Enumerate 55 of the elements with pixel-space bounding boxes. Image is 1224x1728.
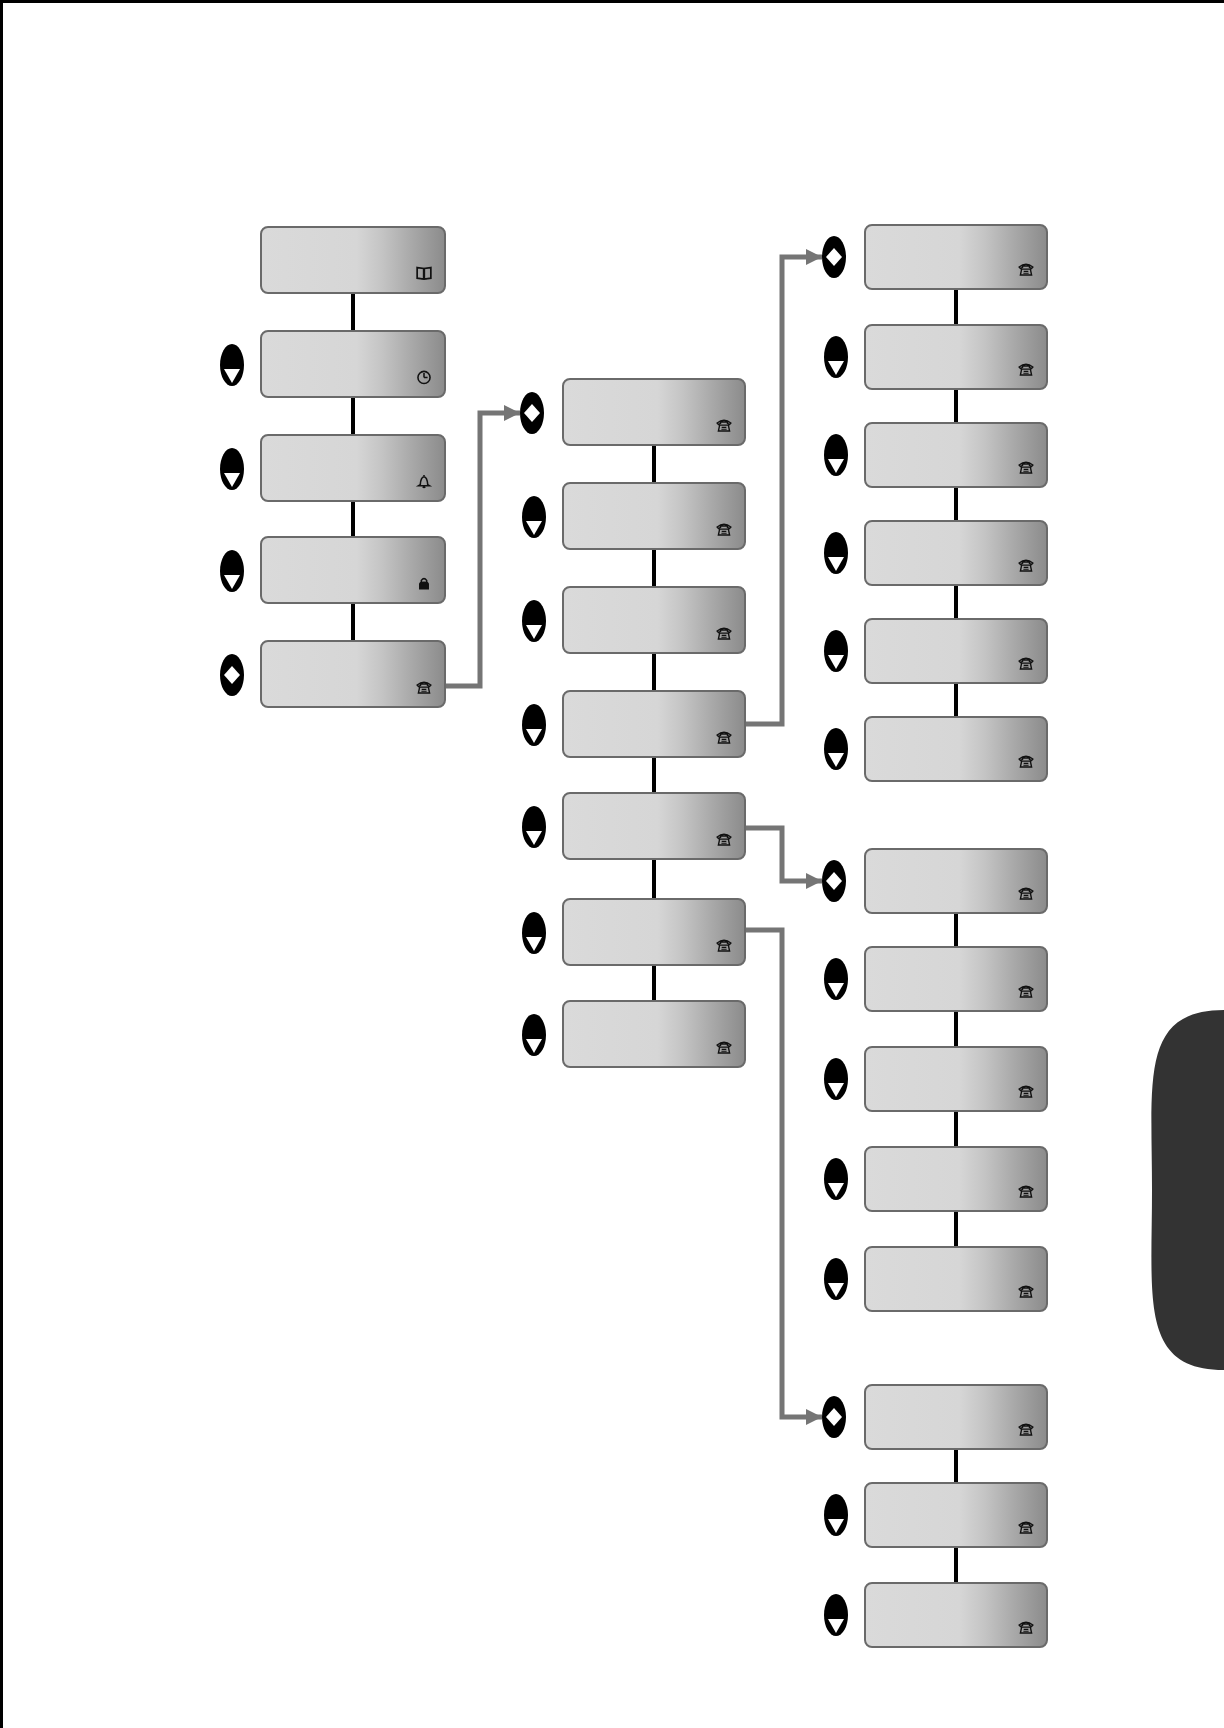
display-screen	[260, 434, 446, 502]
connector-line	[954, 1450, 958, 1482]
display-screen	[864, 1046, 1048, 1112]
connector-line	[954, 290, 958, 324]
connector-line	[652, 758, 656, 792]
display-screen	[864, 1384, 1048, 1450]
display-screen	[260, 330, 446, 398]
arrow	[746, 249, 822, 727]
display-screen	[864, 1582, 1048, 1648]
display-screen	[864, 716, 1048, 782]
display-screen	[562, 1000, 746, 1068]
display-screen	[864, 1482, 1048, 1548]
display-screen	[864, 848, 1048, 914]
connector-line	[954, 1212, 958, 1246]
display-screen	[260, 536, 446, 604]
connector-line	[351, 502, 355, 536]
connector-line	[954, 1112, 958, 1146]
display-screen	[562, 792, 746, 860]
display-screen	[562, 690, 746, 758]
display-screen	[864, 946, 1048, 1012]
connector-line	[652, 654, 656, 690]
display-screen	[864, 324, 1048, 390]
display-screen	[562, 586, 746, 654]
arrow	[446, 405, 520, 689]
connector-line	[954, 684, 958, 716]
connector-line	[652, 446, 656, 482]
display-screen	[864, 1146, 1048, 1212]
display-screen	[562, 898, 746, 966]
display-screen	[864, 422, 1048, 488]
connector-line	[954, 1012, 958, 1046]
arrow	[746, 825, 822, 889]
connector-line	[652, 550, 656, 586]
connector-line	[351, 398, 355, 434]
diamond-key-icon	[822, 236, 846, 278]
display-screen	[260, 226, 446, 294]
display-screen	[864, 520, 1048, 586]
display-screen	[864, 1246, 1048, 1312]
diamond-key-icon	[822, 860, 846, 902]
display-screen	[864, 618, 1048, 684]
connector-line	[954, 1548, 958, 1582]
connector-line	[954, 488, 958, 520]
display-screen	[864, 224, 1048, 290]
diamond-key-icon	[520, 392, 544, 434]
arrow	[746, 927, 822, 1425]
connector-line	[954, 914, 958, 946]
diamond-key-icon	[822, 1396, 846, 1438]
connector-line	[351, 294, 355, 330]
connector-line	[652, 860, 656, 898]
connector-line	[954, 390, 958, 422]
display-screen	[260, 640, 446, 708]
connector-line	[954, 586, 958, 618]
display-screen	[562, 482, 746, 550]
display-screen	[562, 378, 746, 446]
connector-line	[351, 604, 355, 640]
connector-line	[652, 966, 656, 1000]
